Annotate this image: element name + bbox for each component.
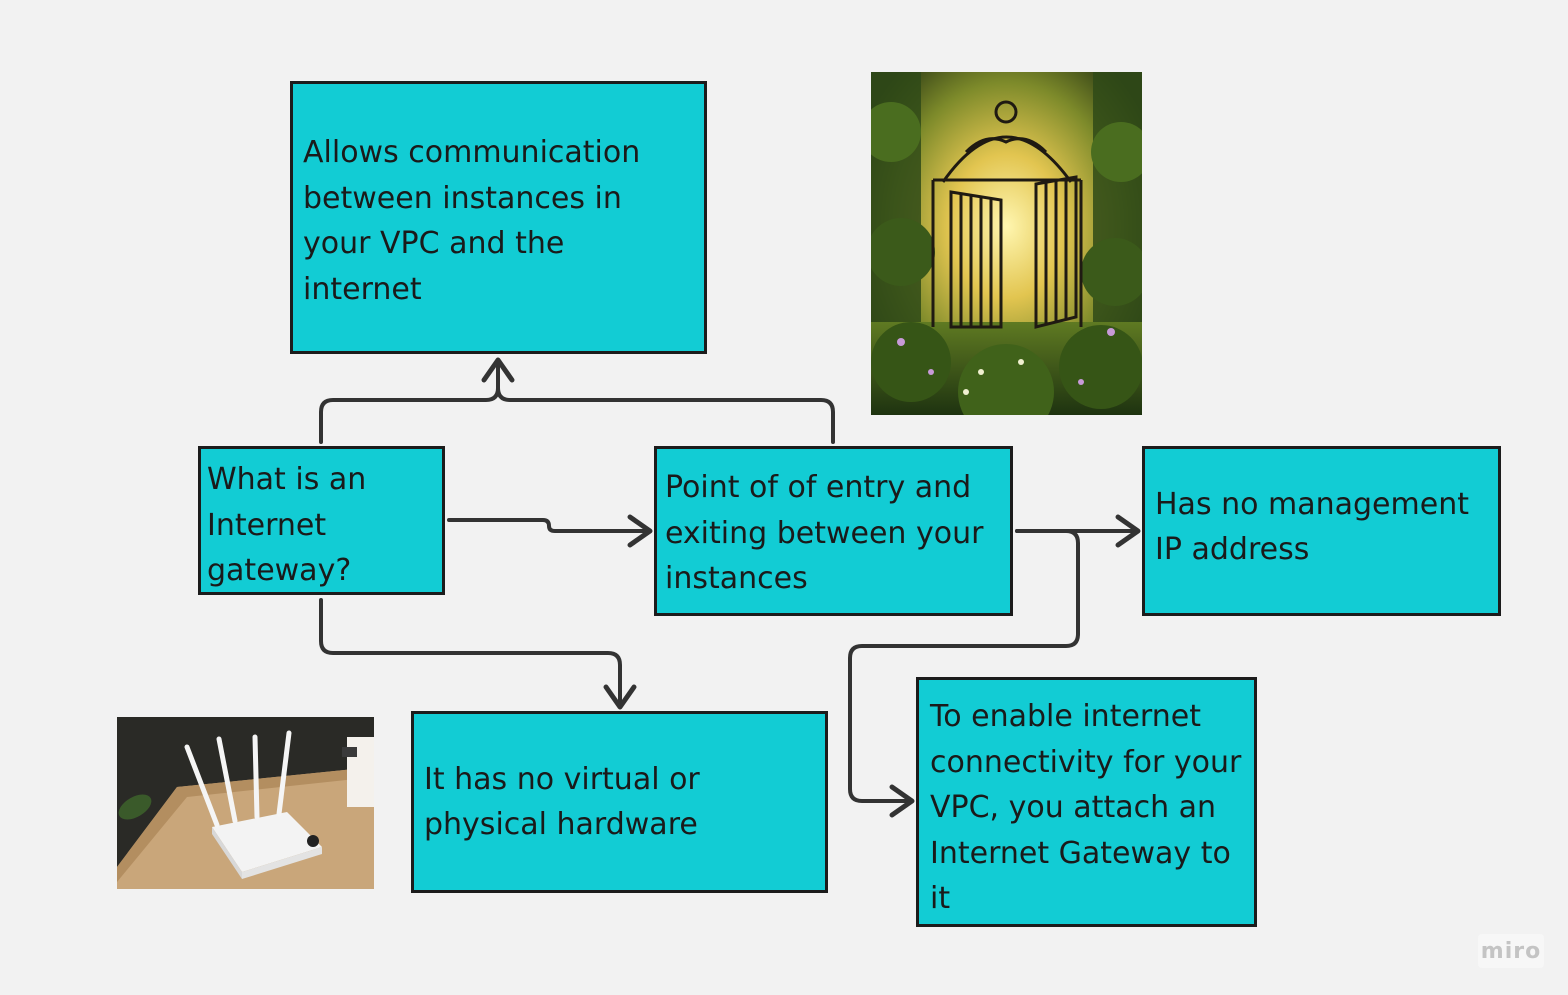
arrowhead-hardware — [603, 684, 637, 710]
wifi-router-image[interactable] — [117, 717, 374, 889]
node-enable-connectivity-text: To enable internet connectivity for your… — [930, 699, 1242, 916]
node-no-hardware-text: It has no virtual or physical hardware — [424, 761, 700, 843]
garden-gate-image[interactable] — [871, 72, 1142, 415]
edge-question-to-hardware[interactable] — [319, 598, 622, 705]
arrowhead-management — [1115, 514, 1141, 548]
edge-point-to-enable[interactable] — [848, 529, 1080, 803]
wifi-router-illustration — [117, 717, 374, 889]
node-allows-communication[interactable]: Allows communication between instances i… — [290, 81, 707, 354]
node-point-of-entry-text: Point of of entry and exiting between yo… — [665, 470, 984, 596]
miro-logo: miro — [1478, 934, 1544, 968]
node-no-management-ip[interactable]: Has no management IP address — [1142, 446, 1501, 616]
node-enable-connectivity[interactable]: To enable internet connectivity for your… — [916, 677, 1257, 927]
arrowhead-point — [627, 514, 653, 548]
node-no-hardware[interactable]: It has no virtual or physical hardware — [411, 711, 828, 893]
garden-gate-illustration — [871, 72, 1142, 415]
edge-question-to-point[interactable] — [447, 518, 648, 533]
arrowhead-enable — [889, 784, 915, 818]
node-point-of-entry[interactable]: Point of of entry and exiting between yo… — [654, 446, 1013, 616]
node-no-management-ip-text: Has no management IP address — [1155, 486, 1469, 568]
node-what-is-internet-gateway[interactable]: What is an Internet gateway? — [198, 446, 445, 595]
edge-point-to-allows[interactable] — [496, 386, 835, 444]
node-what-is-internet-gateway-text: What is an Internet gateway? — [207, 462, 367, 588]
node-allows-communication-text: Allows communication between instances i… — [303, 135, 641, 307]
edge-question-to-allows[interactable] — [319, 358, 500, 444]
arrowhead-allows — [481, 357, 515, 383]
